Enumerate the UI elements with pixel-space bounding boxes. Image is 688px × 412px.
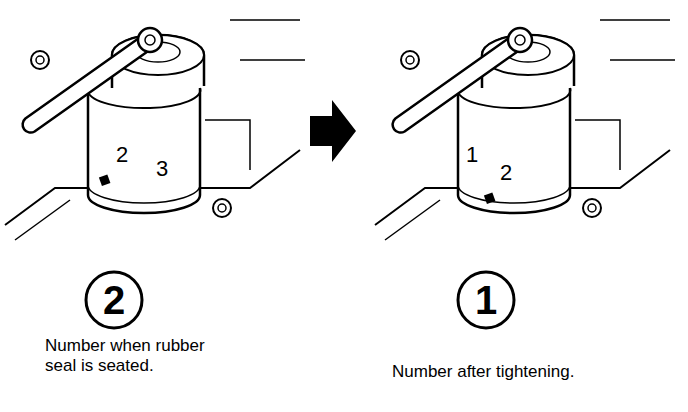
caption-text: Number after tightening. [392, 362, 574, 382]
callout-circle: 2 [84, 270, 144, 330]
filter-before [5, 20, 305, 240]
callout-number: 1 [475, 280, 497, 320]
callout-circle: 1 [456, 270, 516, 330]
callout-number: 2 [103, 280, 125, 320]
sequence-arrow [310, 100, 356, 162]
alignment-mark [484, 193, 496, 205]
scale-number: 2 [500, 160, 512, 185]
alignment-mark [99, 175, 111, 187]
filter-after [375, 20, 675, 240]
circle-shape [458, 272, 514, 328]
scale-number: 3 [156, 156, 168, 181]
scale-number: 2 [116, 142, 128, 167]
scale-number: 1 [466, 142, 478, 167]
circle-shape [86, 272, 142, 328]
caption-text: Number when rubber seal is seated. [45, 336, 230, 375]
